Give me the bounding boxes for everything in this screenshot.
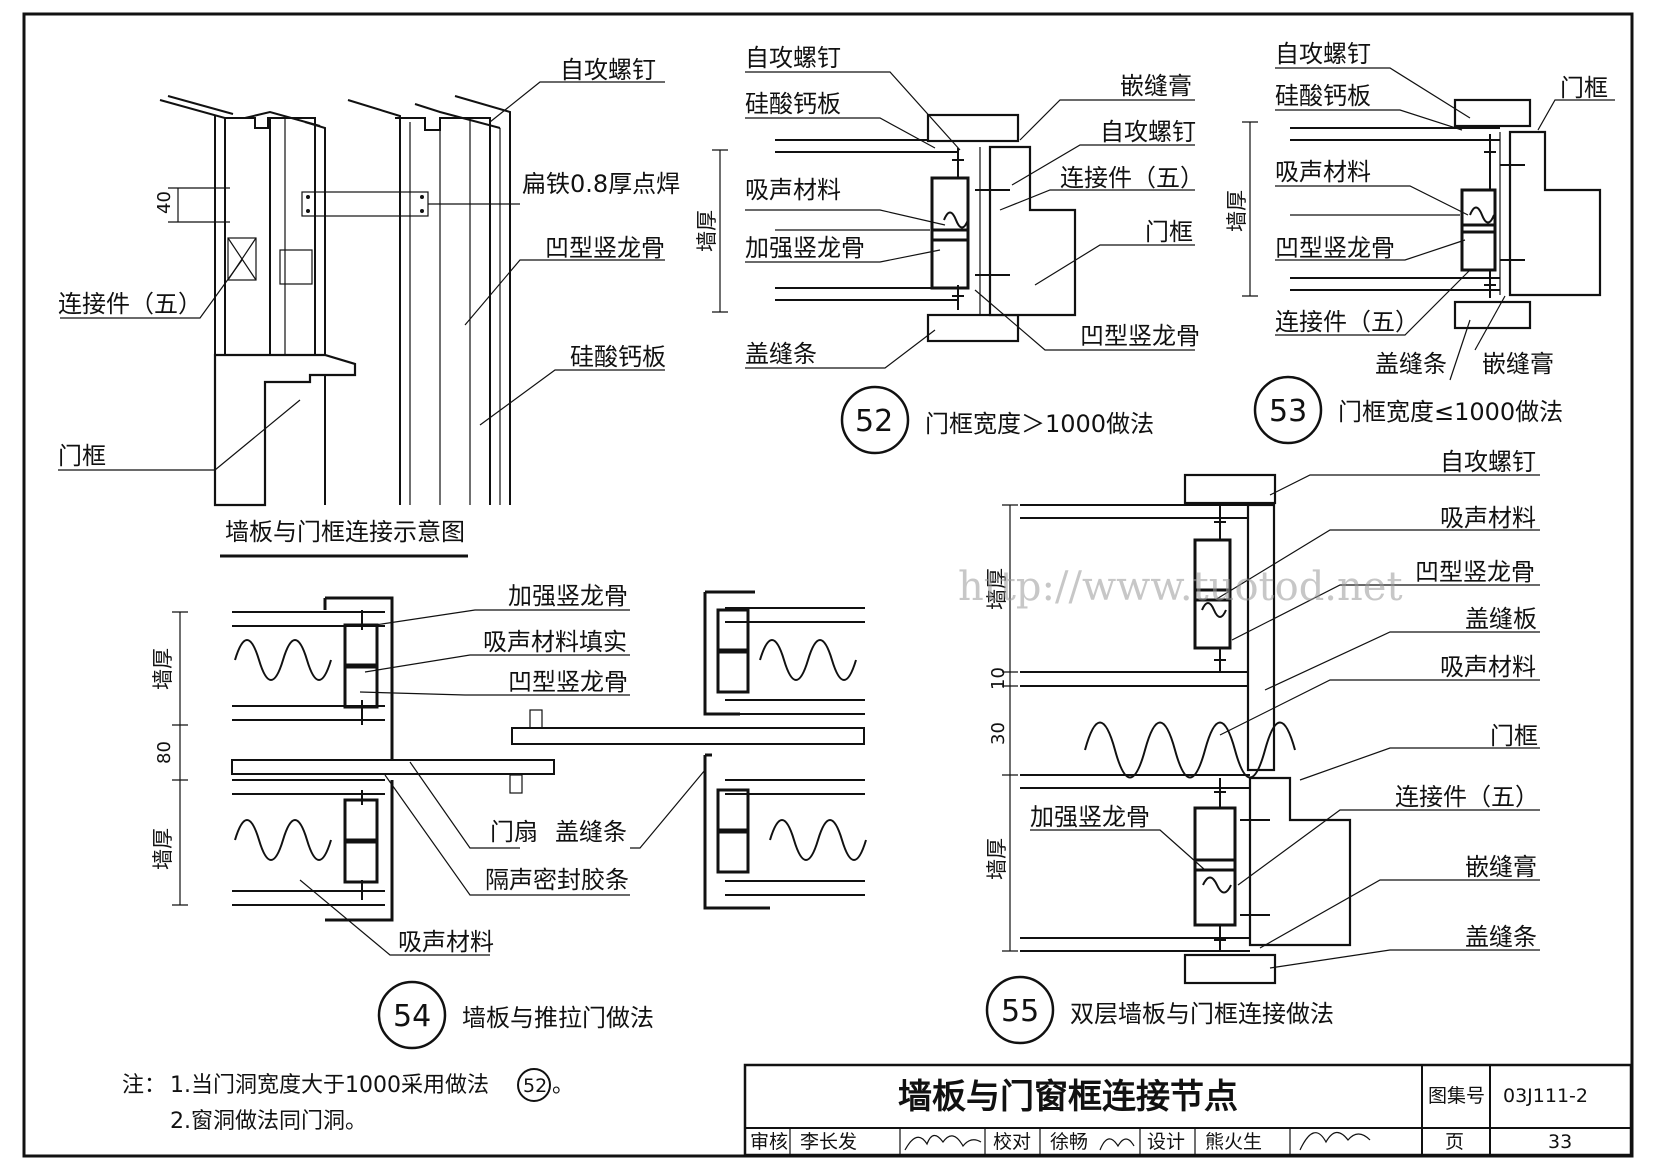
title-block-atlas-label: 图集号 <box>1428 1085 1485 1107</box>
detail52-label-cover: 盖缝条 <box>745 340 817 368</box>
detail54-wall-thk-bot: 墙厚 <box>151 828 175 870</box>
detail54-dim-80: 80 <box>154 741 175 764</box>
schematic-right-panel <box>347 95 511 505</box>
notes-line1-end: 。 <box>552 1073 574 1098</box>
detail53-label-screw: 自攻螺钉 <box>1275 40 1371 68</box>
detail52-label-sealant: 嵌缝膏 <box>1120 72 1192 100</box>
detail52-label-screw-a: 自攻螺钉 <box>745 44 841 72</box>
detail55-label-absorb-b: 吸声材料 <box>1440 653 1536 681</box>
detail53-label-cover: 盖缝条 <box>1375 350 1447 378</box>
detail53-label-sealant: 嵌缝膏 <box>1482 350 1554 378</box>
detail53-label-connector: 连接件（五） <box>1275 308 1419 336</box>
title-block-design-label: 设计 <box>1147 1131 1185 1153</box>
detail55-wall-thk-top: 墙厚 <box>985 568 1009 610</box>
detail55-number: 55 <box>1001 994 1039 1029</box>
detail54-wall-thk-top: 墙厚 <box>151 648 175 690</box>
detail-53: 墙厚 自攻螺钉 硅酸钙板 门框 吸声材料 凹型竖龙骨 连接件（五） 盖缝条 嵌缝… <box>1225 40 1615 445</box>
schematic-label-c-stud: 凹型竖龙骨 <box>545 234 665 262</box>
detail52-label-board: 硅酸钙板 <box>745 90 841 118</box>
detail55-label-sealant: 嵌缝膏 <box>1465 853 1537 881</box>
schematic-door-frame <box>213 353 357 507</box>
schematic-label-flat-iron: 扁铁0.8厚点焊 <box>522 170 680 198</box>
notes-line1-ref: 52 <box>523 1075 547 1097</box>
detail52-label-connector: 连接件（五） <box>1060 164 1204 192</box>
detail-55: 墙厚 10 30 墙厚 自攻螺钉 吸声材料 凹型竖龙骨 盖缝板 吸声材料 门框 … <box>985 448 1540 1045</box>
detail55-dim-30: 30 <box>988 722 1009 745</box>
title-block: 墙板与门窗框连接节点 图集号 03J111-2 审核 李长发 校对 徐畅 设计 … <box>743 1063 1633 1157</box>
designer-signature <box>1299 1131 1371 1151</box>
detail55-wall-thk-bot: 墙厚 <box>985 838 1009 880</box>
detail53-label-board: 硅酸钙板 <box>1275 82 1371 110</box>
detail54-number-circle <box>377 980 447 1050</box>
detail52-number-circle <box>840 385 910 455</box>
detail54-caption: 墙板与推拉门做法 <box>462 1004 654 1032</box>
detail53-label-absorb: 吸声材料 <box>1275 158 1371 186</box>
notes-line1: 1.当门洞宽度大于1000采用做法 <box>170 1073 489 1098</box>
title-block-atlas-no: 03J111-2 <box>1503 1085 1588 1107</box>
detail52-label-absorb: 吸声材料 <box>745 176 841 204</box>
detail54-door-leaf <box>231 759 555 775</box>
detail55-label-reinforce: 加强竖龙骨 <box>1030 803 1150 831</box>
watermark: http://www.tuotod.net <box>958 564 1403 610</box>
detail55-door-frame <box>1248 776 1352 947</box>
detail54-label-door-leaf: 门扇 <box>490 818 538 846</box>
title-block-review-label: 审核 <box>750 1131 788 1153</box>
detail55-label-c-stud: 凹型竖龙骨 <box>1415 558 1535 586</box>
title-block-check-label: 校对 <box>993 1131 1031 1153</box>
title-block-title: 墙板与门窗框连接节点 <box>898 1077 1238 1117</box>
detail55-label-connector: 连接件（五） <box>1395 783 1539 811</box>
schematic-label-screw: 自攻螺钉 <box>560 56 656 84</box>
notes: 注： 1.当门洞宽度大于1000采用做法 52 。 2.窗洞做法同门洞。 <box>122 1068 574 1134</box>
detail55-label-absorb-a: 吸声材料 <box>1440 504 1536 532</box>
detail53-number: 53 <box>1269 394 1307 429</box>
detail53-wall-thk: 墙厚 <box>1225 190 1249 232</box>
schematic-label-frame: 门框 <box>58 442 106 470</box>
detail53-caption: 门框宽度≤1000做法 <box>1338 398 1563 426</box>
detail54-label-absorb-fill: 吸声材料填实 <box>483 628 627 656</box>
detail52-wall-thk: 墙厚 <box>695 210 719 252</box>
detail54-label-absorb: 吸声材料 <box>398 928 494 956</box>
detail55-label-screw: 自攻螺钉 <box>1440 448 1536 476</box>
detail-54: 墙厚 80 墙厚 加强竖龙骨 吸声材料填实 凹型竖龙骨 门扇 盖缝条 隔声密封胶… <box>151 582 867 1050</box>
detail52-label-frame: 门框 <box>1145 218 1193 246</box>
dim-40: 40 <box>154 191 175 214</box>
detail55-dim-10: 10 <box>988 667 1009 690</box>
detail53-label-c-stud: 凹型竖龙骨 <box>1275 234 1395 262</box>
notes-line2: 2.窗洞做法同门洞。 <box>170 1109 367 1134</box>
notes-ref-circle <box>517 1068 551 1102</box>
schematic-label-board: 硅酸钙板 <box>570 343 666 371</box>
detail54-label-cover: 盖缝条 <box>555 818 627 846</box>
title-block-page-no: 33 <box>1548 1131 1572 1153</box>
detail52-label-screw-b: 自攻螺钉 <box>1100 118 1196 146</box>
detail53-label-frame: 门框 <box>1560 74 1608 102</box>
detail52-caption: 门框宽度＞1000做法 <box>925 410 1154 438</box>
title-block-checker: 徐畅 <box>1050 1131 1088 1153</box>
detail53-door-frame <box>1508 130 1602 297</box>
detail52-number: 52 <box>855 404 893 439</box>
title-block-page-label: 页 <box>1445 1131 1464 1153</box>
detail53-number-circle <box>1253 375 1323 445</box>
detail55-number-circle <box>985 975 1055 1045</box>
detail-52: 墙厚 自攻螺钉 硅酸钙板 嵌缝膏 自攻螺钉 吸声材料 连接件（五） 加强竖龙骨 … <box>695 44 1204 455</box>
detail54-number: 54 <box>393 999 431 1034</box>
detail54-label-reinforce: 加强竖龙骨 <box>508 582 628 610</box>
detail55-label-cover: 盖缝条 <box>1465 923 1537 951</box>
schematic-left-panel: 40 <box>154 95 429 507</box>
checker-signature <box>1099 1138 1135 1151</box>
detail55-label-frame: 门框 <box>1490 722 1538 750</box>
reviewer-signature <box>904 1134 982 1151</box>
detail55-label-cover-board: 盖缝板 <box>1465 605 1537 633</box>
detail52-label-reinforce: 加强竖龙骨 <box>745 234 865 262</box>
detail52-label-c-stud: 凹型竖龙骨 <box>1080 322 1200 350</box>
schematic-label-connector: 连接件（五） <box>58 290 202 318</box>
detail55-caption: 双层墙板与门框连接做法 <box>1070 1000 1334 1028</box>
schematic-caption: 墙板与门框连接示意图 <box>225 518 465 546</box>
detail54-label-c-stud: 凹型竖龙骨 <box>508 668 628 696</box>
title-block-designer: 熊火生 <box>1205 1131 1262 1153</box>
notes-prefix: 注： <box>122 1073 166 1098</box>
title-block-reviewer: 李长发 <box>800 1131 857 1153</box>
detail54-label-seal-strip: 隔声密封胶条 <box>485 866 629 894</box>
schematic-diagram: 40 自攻螺钉 扁铁0.8厚点焊 凹型竖龙骨 连接件（五） 硅酸钙板 门框 墙板… <box>58 56 680 558</box>
